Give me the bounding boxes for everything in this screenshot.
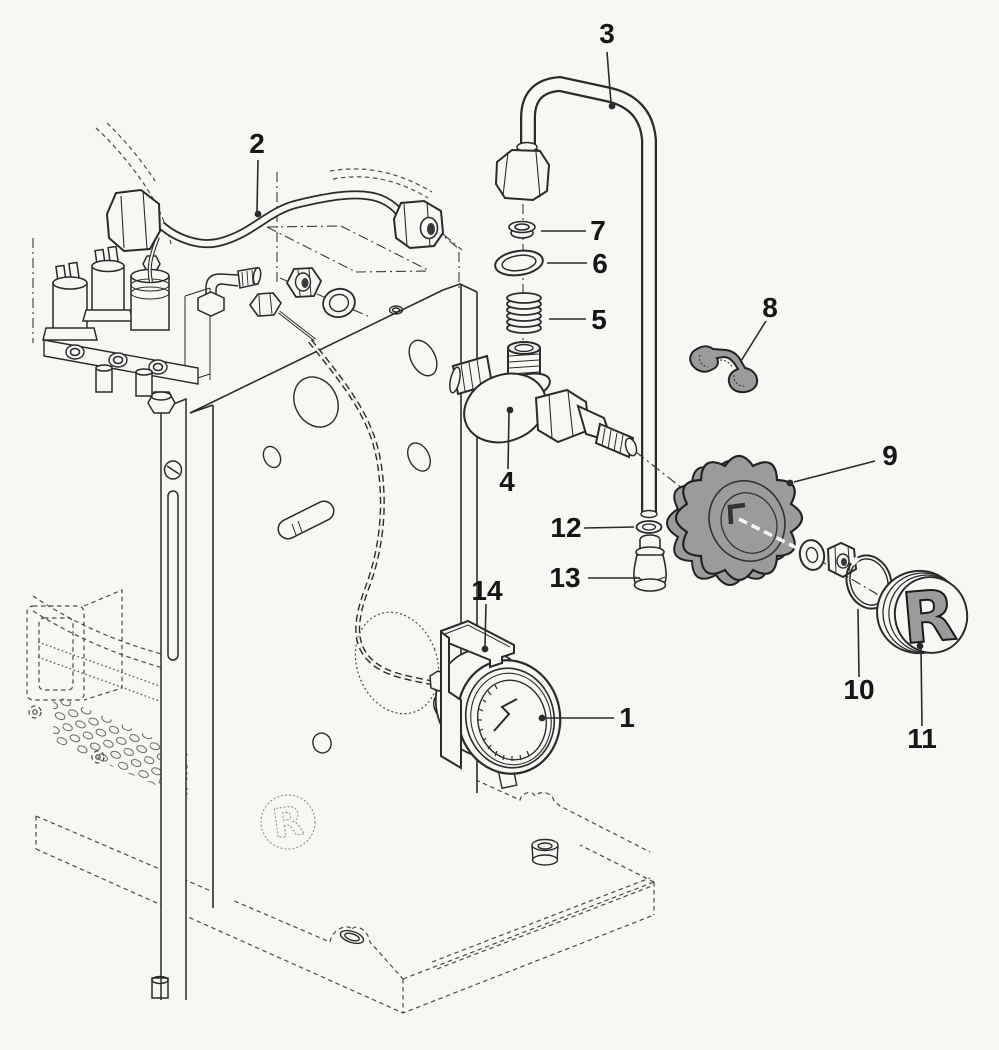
callout-7: 7 [590,215,606,246]
gauge-needle [493,698,518,732]
callout-10: 10 [843,674,874,705]
callouts: 1 2 3 4 5 6 7 8 9 10 11 12 13 14 [249,18,937,754]
callout-12: 12 [550,512,581,543]
callout-1: 1 [619,702,635,733]
panel-emblem: R [260,794,316,850]
callout-6: 6 [592,248,608,279]
callout-2: 2 [249,128,265,159]
capillary-tube [308,339,433,686]
perforated-panel [53,694,188,799]
part-9-knob [666,454,804,586]
frame-column [147,391,187,1000]
callout-4: 4 [499,466,515,497]
slot-hole [277,500,335,540]
callout-11: 11 [907,723,937,754]
knob-washer [798,539,826,571]
gauge-ticks [478,684,530,761]
callout-5: 5 [591,304,607,335]
axis-valve-to-knob [635,451,693,497]
part-8-clip [689,345,759,394]
part-3-pipe [494,75,658,519]
solenoid-valve-cluster [42,245,211,397]
cap-logo-letter: R [899,574,960,660]
callout-13: 13 [549,562,580,593]
callout-3: 3 [599,18,615,49]
callout-9: 9 [882,440,898,471]
panel-emblem-letter: R [270,798,307,848]
leader-lines [254,51,924,727]
callout-8: 8 [762,292,778,323]
part-13-nozzle [633,534,667,592]
knob-square-hole [727,502,746,525]
boiler-box: R [189,283,478,908]
part-11-cap: R [876,569,969,661]
part-14-bracket [440,619,515,770]
callout-14: 14 [471,575,503,606]
base-slab [35,759,655,1014]
part-5-spring [506,292,542,334]
part-4-valve [449,341,638,459]
top-face-fittings [197,225,460,342]
part-12-oring [635,520,663,534]
part-2-pipe [105,188,463,283]
knob-hex-nut [826,541,858,579]
part-7-washer [508,220,536,239]
part-6-oring [494,249,544,277]
